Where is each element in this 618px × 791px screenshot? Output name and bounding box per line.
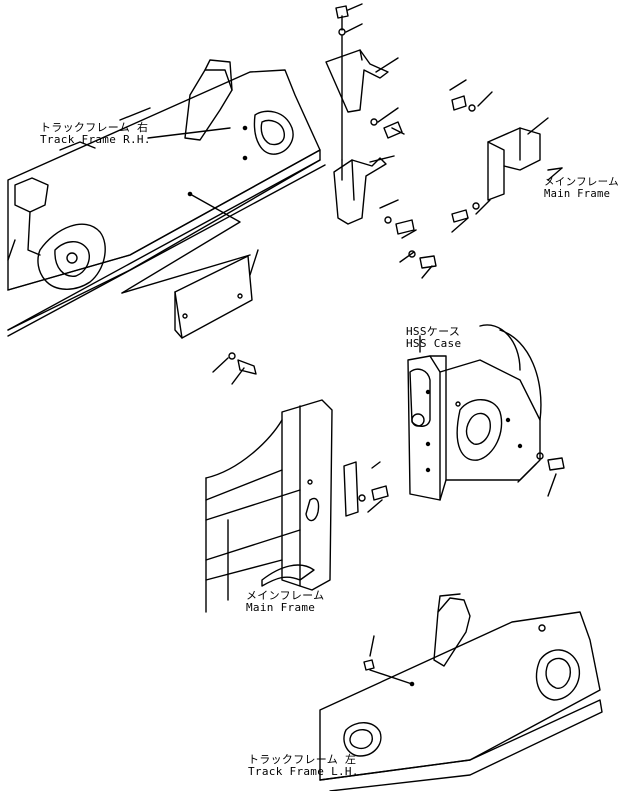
hss-case-jp: HSSケース [406, 325, 461, 338]
main-frame-upper-jp: メインフレーム [544, 176, 618, 188]
track-frame-lh-label: トラックフレーム 左 Track Frame L.H. [248, 754, 359, 778]
hss-case-label: HSSケース HSS Case [406, 326, 461, 350]
cover-plate [121, 249, 259, 385]
track-frame-lh-jp: トラックフレーム 左 [248, 753, 357, 766]
main-frame-lower-en: Main Frame [246, 601, 316, 614]
track-frame-rh-jp: トラックフレーム 右 [40, 121, 149, 134]
main-frame-lower-label: メインフレーム Main Frame [246, 590, 324, 614]
main-frame-upper-label: メインフレーム Main Frame [544, 176, 618, 200]
main-frame-lower-assembly [205, 399, 389, 613]
track-frame-rh-label: トラックフレーム 右 Track Frame R.H. [40, 122, 151, 146]
main-frame-lower-jp: メインフレーム [246, 589, 325, 602]
track-frame-rh-en: Track Frame R.H. [40, 133, 151, 146]
track-frame-lh-en: Track Frame L.H. [248, 765, 359, 778]
hss-case-en: HSS Case [406, 337, 462, 350]
main-frame-upper-en: Main Frame [544, 188, 611, 200]
bracket-assembly [325, 3, 437, 279]
hss-case [407, 324, 565, 501]
track-frame-lh [319, 593, 603, 791]
main-frame-bracket [449, 79, 563, 233]
leader-lines [147, 127, 563, 181]
track-frame-rh [7, 59, 326, 337]
